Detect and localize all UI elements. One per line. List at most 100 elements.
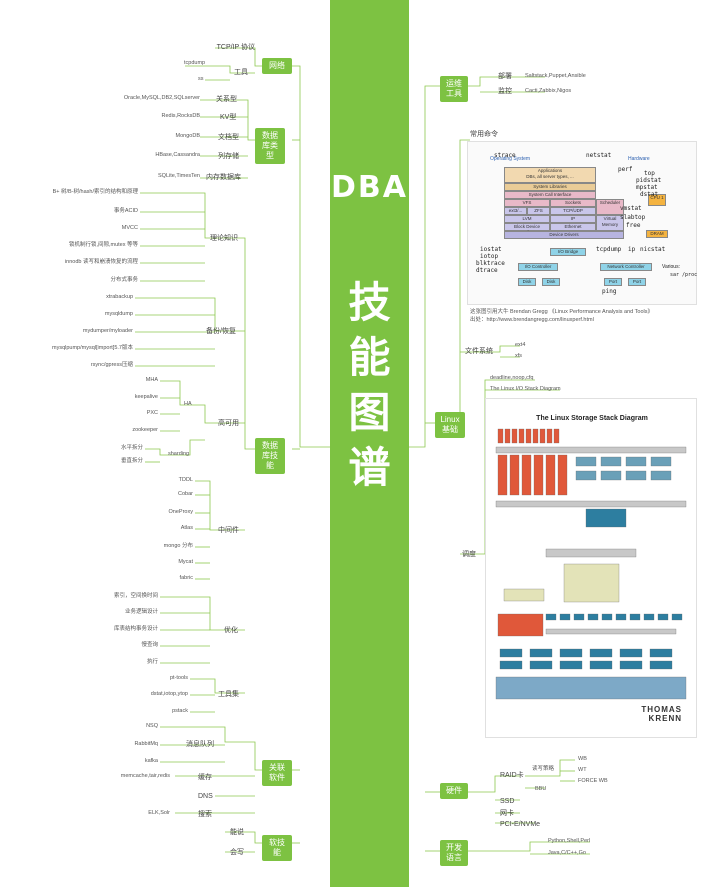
- storage-app-block: [525, 428, 532, 444]
- storage-driver-1: [559, 613, 571, 621]
- storage-lowlevel-5: [649, 648, 673, 658]
- perf-tool-dstat: dstat: [640, 191, 659, 198]
- perf-tool-top: top: [644, 170, 655, 177]
- hw-pcie: PCI-E/NVMe: [500, 821, 541, 828]
- theory-item: 事务ACID: [113, 208, 138, 214]
- net-tool: 工具: [234, 69, 248, 76]
- ha-item: zookeeper: [132, 427, 158, 433]
- ha-item: PXC: [146, 410, 158, 416]
- linux-tune: 调度: [462, 551, 476, 558]
- node-db-type[interactable]: 数据库类型: [255, 128, 285, 164]
- backup-item: rsync/gpress压缩: [90, 362, 133, 368]
- mid-item: TDDL: [178, 477, 193, 483]
- title-char-1: 技: [348, 278, 391, 327]
- dbtype-mem: 内存数据库: [206, 174, 241, 181]
- storage-fs-block: [521, 454, 532, 496]
- perf-hw-label: Hardware: [628, 156, 650, 162]
- perf-tool-ip: ip: [628, 246, 636, 253]
- soft-search: 搜索: [198, 811, 212, 818]
- storage-app-block: [518, 428, 525, 444]
- perf-disk1: Disk: [518, 278, 536, 286]
- storage-fs-block: [545, 454, 556, 496]
- fs-xfs: xfs: [515, 353, 523, 359]
- storage-app-block: [511, 428, 518, 444]
- perf-tool-various: Various:: [662, 264, 680, 270]
- storage-fs-block: [509, 454, 520, 496]
- perf-url: 出处：http://www.brendangregg.com/linuxperf…: [470, 317, 594, 323]
- storage-app-block: [504, 428, 511, 444]
- title-line1: DBA: [331, 170, 408, 205]
- ops-deploy: 部署: [498, 73, 512, 80]
- storage-driver-4: [601, 613, 613, 621]
- perf-sockets: Sockets: [550, 199, 596, 207]
- perf-eth: Ethernet: [550, 223, 596, 231]
- node-soft-skills[interactable]: 软技能: [262, 835, 292, 861]
- perf-tool-slabtop: slabtop: [620, 214, 646, 221]
- node-hardware[interactable]: 硬件: [440, 783, 468, 799]
- soft-mq: 消息队列: [186, 741, 214, 748]
- hw-bbu: BBU: [535, 786, 547, 792]
- node-linux-basics[interactable]: Linux基础: [435, 412, 465, 438]
- node-dev-languages[interactable]: 开发语言: [440, 840, 468, 866]
- perf-tool-ping: ping: [602, 288, 617, 295]
- perf-tool-pidstat: pidstat: [636, 177, 662, 184]
- storage-lowlevel-4: [619, 648, 643, 658]
- net-proto: TCP/IP 协议: [216, 44, 255, 51]
- perf-tool-mpstat: mpstat: [636, 184, 658, 191]
- node-related-software[interactable]: 关联软件: [262, 760, 292, 786]
- storage-vfs-bar: [495, 446, 687, 454]
- hw-ssd: SSD: [500, 798, 515, 805]
- storage-lowlevel-1: [529, 648, 553, 658]
- backup-item: mysqlpump/mysql[import]5.7版本: [52, 345, 133, 351]
- storage-fs-block: [533, 454, 544, 496]
- opt-item: 业务逻辑设计: [124, 609, 158, 615]
- node-ops-tools[interactable]: 运维工具: [440, 76, 468, 102]
- theory-item: MVCC: [121, 225, 138, 231]
- perf-caption: 这张图引用大牛 Brendan Gregg 《Linux Performance…: [470, 309, 654, 315]
- perf-os-label: Operating System: [490, 156, 531, 162]
- hw-wb: WB: [578, 756, 587, 762]
- storage-fs-type: [600, 456, 622, 467]
- dbtype-col-list: HBase,Cassandra: [155, 152, 200, 158]
- node-db-skills[interactable]: 数据库技能: [255, 438, 285, 474]
- dbtype-mem-list: SQLite,TimesTen: [158, 173, 200, 179]
- center-spine: [330, 0, 409, 887]
- dbtype-doc-list: MongoDB: [175, 133, 200, 139]
- storage-fs-type: [625, 456, 647, 467]
- node-network[interactable]: 网络: [262, 58, 292, 74]
- storage-fs-type: [575, 470, 597, 481]
- perf-iobridge: I/O Bridge: [550, 248, 586, 256]
- db-optimize: 优化: [224, 627, 238, 634]
- hw-nic: 网卡: [500, 810, 514, 817]
- storage-driver-6: [629, 613, 641, 621]
- ha-item: keepalive: [134, 394, 158, 400]
- dbtype-doc: 文档型: [218, 134, 239, 141]
- tools-item: pstack: [172, 708, 188, 714]
- db-sharding: sharding: [168, 451, 190, 457]
- theory-item: innodb 读写和崩溃恢复的流程: [64, 259, 138, 265]
- storage-fs-type: [650, 456, 672, 467]
- theory-item: 锁机制行锁,间隙,mutex 等等: [68, 242, 138, 248]
- perf-tool-vmstat: vmstat: [620, 205, 642, 212]
- perf-lvm: LVM: [504, 215, 550, 223]
- title-char-2: 能: [348, 333, 391, 382]
- storage-driver-3: [587, 613, 599, 621]
- mid-item: mongo 分布: [163, 543, 193, 549]
- mq-item: RabbitMq: [134, 741, 158, 747]
- perf-zfs: ZFS: [527, 207, 550, 215]
- perf-tool-iotop: iotop: [480, 253, 499, 260]
- opt-item: 库表结构事务设计: [113, 626, 158, 632]
- dev-b: Java,C/C++,Go: [548, 850, 586, 856]
- perf-ioc: I/O Controller: [518, 263, 558, 271]
- perf-syslib-layer: System Libraries: [504, 183, 596, 191]
- db-tools: 工具集: [218, 691, 239, 698]
- perf-ip: IP: [550, 215, 596, 223]
- storage-driver-9: [671, 613, 683, 621]
- mid-item: Mycat: [178, 559, 193, 565]
- theory-item: 分布式事务: [110, 277, 138, 283]
- perf-cpu: CPU 1: [648, 194, 666, 206]
